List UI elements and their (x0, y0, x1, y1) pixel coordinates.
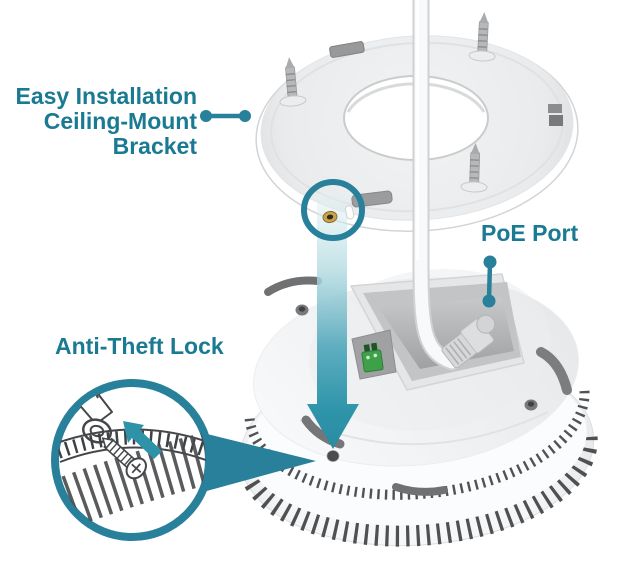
bracket-callout-connector (200, 110, 251, 122)
callout-connector-dot (239, 110, 251, 122)
mounting-screw (279, 57, 307, 107)
rj45-connector (441, 314, 496, 369)
anti-theft-lock-hole (325, 449, 341, 463)
plate-screw-hole (295, 304, 309, 316)
terminal-block (361, 342, 384, 373)
plate-slot (264, 276, 322, 296)
vent-ribs-lower (236, 436, 598, 547)
callout-connector-dot (482, 294, 496, 308)
magnifier-pointer-wedge (195, 431, 316, 492)
plate-slot (536, 347, 572, 395)
plate-slot (392, 483, 448, 496)
callout-connector-dot (483, 255, 497, 269)
mounting-screw (460, 143, 488, 193)
insertion-direction-down-arrow-icon (307, 193, 359, 449)
anti-theft-lock-label: Anti-Theft Lock (55, 333, 224, 359)
callout-connector-dot (200, 110, 212, 122)
bracket-label: Easy Installation Ceiling-Mount Bracket (15, 83, 197, 159)
bracket-slot (329, 41, 365, 58)
poe-callout-connector (482, 255, 497, 308)
lock-screw-direction-arrow-icon (123, 421, 162, 459)
plug-latch (476, 314, 496, 334)
mounting-screw (468, 12, 496, 62)
bracket-slot (548, 104, 562, 113)
lock-detail-lineart (58, 386, 206, 530)
bracket-slot (549, 115, 563, 126)
anti-theft-detail-magnifier (51, 379, 213, 541)
ethernet-cable (412, 0, 461, 371)
security-screw (101, 437, 147, 480)
poe-port-label: PoE Port (481, 220, 579, 246)
plate-screw-hole (524, 399, 538, 411)
cable-compartment (350, 273, 525, 391)
alignment-highlight-ring (301, 179, 365, 241)
